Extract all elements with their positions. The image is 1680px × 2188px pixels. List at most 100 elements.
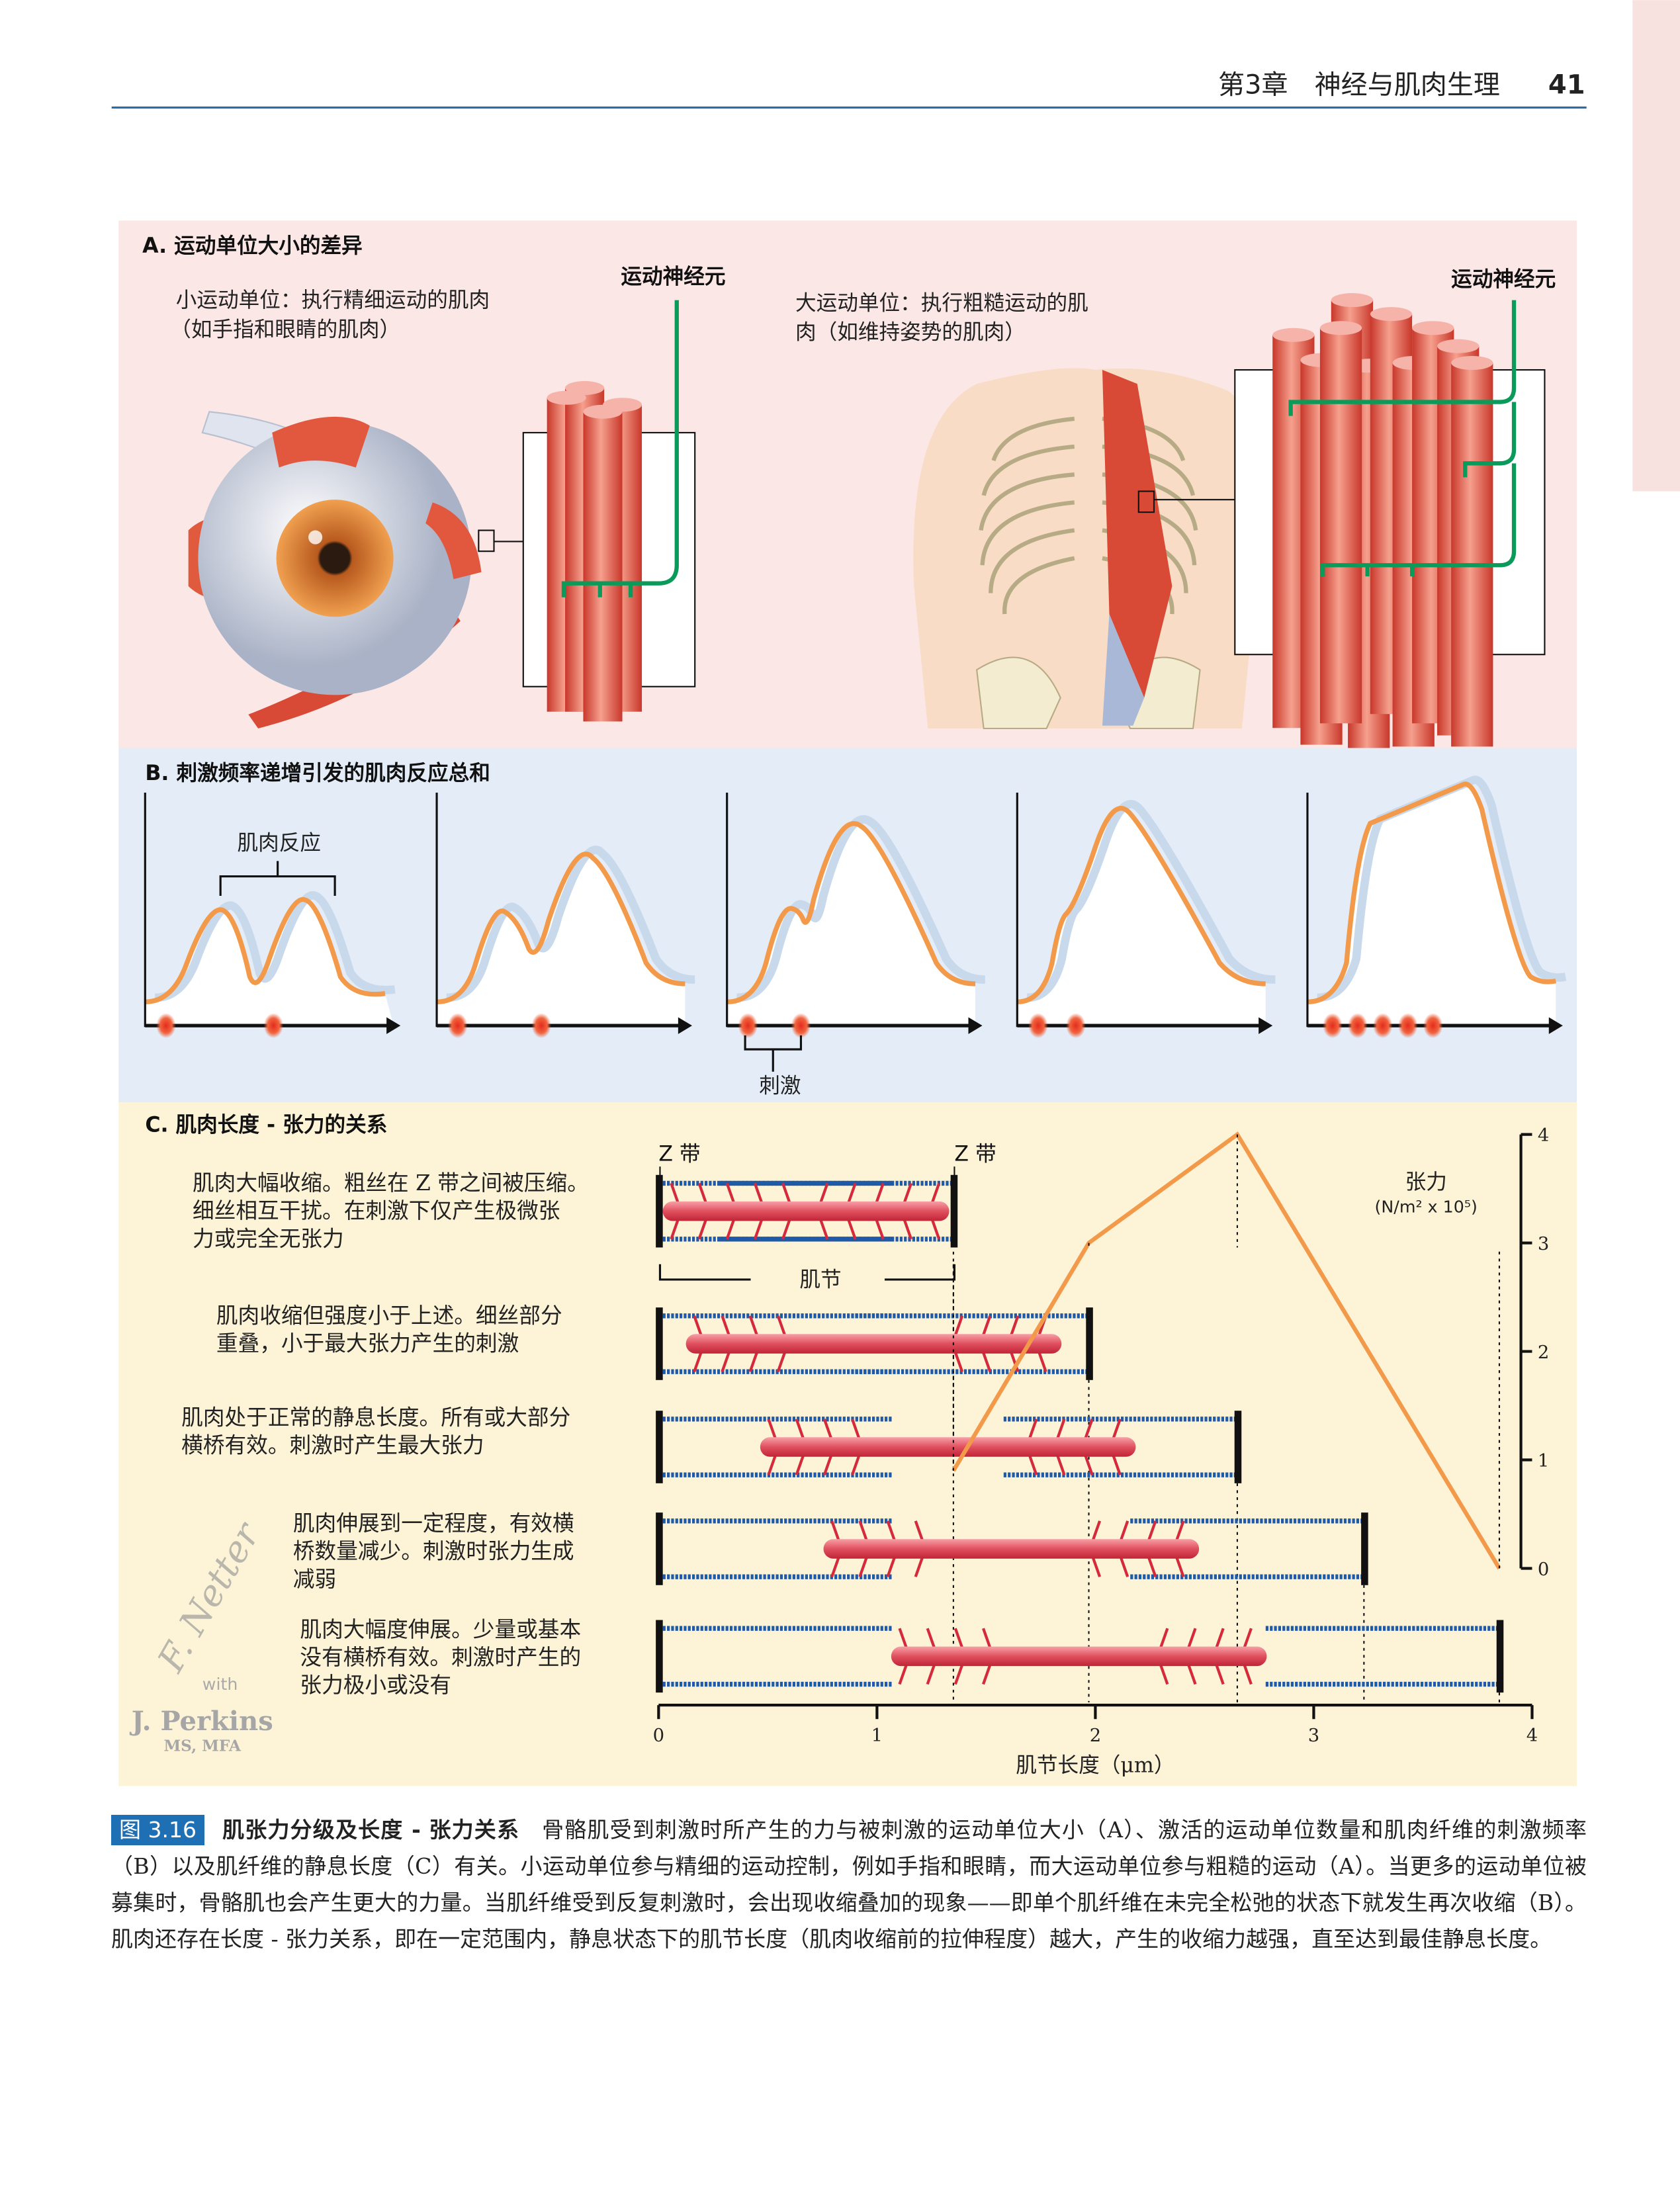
response-shadow (154, 891, 396, 1002)
credit-with: with (202, 1675, 238, 1694)
stimulus-dot (1323, 1013, 1343, 1039)
x-tick-label: 0 (653, 1726, 664, 1746)
y-tick-label: 0 (1538, 1559, 1549, 1580)
stimulus-label: 刺激 (759, 1074, 801, 1098)
panel-c: C. 肌肉长度 - 张力的关系 Z 带 Z 带 肌节 肌肉大幅收缩。粗丝在 Z … (118, 1102, 1577, 1786)
arrow-head-icon (1548, 1017, 1563, 1034)
small-unit-desc-line: （如手指和眼睛的肌肉） (170, 318, 400, 341)
tension-line (951, 1131, 1501, 1570)
description-line: 细丝相互干扰。在刺激下仅产生极微张 (193, 1198, 560, 1223)
y-tick-label: 3 (1538, 1234, 1549, 1254)
myosin-thick-filament (685, 1334, 1062, 1354)
credit-degree: MS, MFA (164, 1737, 242, 1755)
response-area (727, 823, 976, 1026)
response-curve (727, 821, 976, 1005)
stimulus-dot (1398, 1013, 1418, 1039)
z-line (1086, 1307, 1093, 1380)
y-tick-label: 1 (1538, 1451, 1549, 1471)
sarcomere (656, 1411, 1242, 1702)
z-line (950, 1174, 958, 1248)
z-line (1496, 1620, 1504, 1693)
response-curve (436, 852, 685, 1005)
response-shadow (1317, 775, 1567, 1002)
description-line: 重叠，小于最大张力产生的刺激 (216, 1331, 519, 1356)
y-axis-unit: (N/m² x 10⁵) (1375, 1198, 1478, 1217)
chapter-tab (1632, 0, 1680, 492)
description-line: 力或完全无张力 (193, 1226, 344, 1251)
panel-c-title: C. 肌肉长度 - 张力的关系 (145, 1113, 387, 1137)
description-line: 肌肉大幅度伸展。少量或基本 (300, 1617, 581, 1642)
response-area (437, 853, 685, 1026)
myosin-thick-filament (760, 1437, 1136, 1457)
caption-body: 骨骼肌受到刺激时所产生的力与被刺激的运动单位大小（A）、激活的运动单位数量和肌肉… (111, 1817, 1587, 1952)
twitch-graph (435, 792, 695, 1039)
muscle-fiber-end (1412, 321, 1454, 335)
stimulus-dot (447, 1013, 468, 1039)
stimulus-dot (1423, 1013, 1443, 1039)
back-illustration (913, 368, 1260, 730)
large-motor-neuron-axon (1288, 300, 1517, 577)
sarcomere-label: 肌节 (799, 1268, 841, 1292)
sarcomere (656, 1620, 1504, 1702)
muscle-fiber-end (1331, 293, 1374, 308)
motor-neuron-label-small: 运动神经元 (621, 265, 725, 288)
twitch-graph (144, 792, 401, 1039)
back-muscle-callout-box (1137, 490, 1155, 513)
muscle-fiber-end (1437, 339, 1480, 353)
muscle-response-label: 肌肉反应 (238, 831, 322, 855)
muscle-response-bracket (219, 861, 336, 897)
muscle-fiber-end (1319, 321, 1362, 335)
figure-number-badge: 图 3.16 (111, 1815, 204, 1845)
caption-title: 肌张力分级及长度 - 张力关系 (221, 1817, 520, 1843)
sarcomere-bracket (658, 1264, 956, 1281)
description-line: 没有横桥有效。刺激时产生的 (300, 1645, 581, 1670)
response-shadow (1026, 800, 1276, 1002)
x-tick-label: 3 (1308, 1726, 1319, 1746)
response-curve (1307, 781, 1557, 1005)
page-number: 41 (1548, 69, 1585, 100)
z-line (656, 1174, 663, 1248)
arrow-head-icon (678, 1017, 692, 1034)
x-tick-label: 4 (1526, 1726, 1538, 1746)
stimulus-dot (791, 1013, 811, 1039)
myosin-thick-filament (891, 1646, 1267, 1667)
description-line: 肌肉收缩但强度小于上述。细丝部分 (216, 1303, 562, 1328)
figure-caption: 图 3.16 肌张力分级及长度 - 张力关系骨骼肌受到刺激时所产生的力与被刺激的运… (111, 1812, 1587, 1957)
motor-neuron-label-large: 运动神经元 (1451, 268, 1556, 292)
stimulus-dot (263, 1013, 284, 1039)
description-line: 横桥有效。刺激时产生最大张力 (181, 1432, 484, 1458)
small-muscle-fiber-bundle (547, 380, 642, 722)
sarcomere (656, 1512, 1368, 1702)
response-shadow (446, 846, 695, 1002)
stimulus-bracket (744, 1035, 803, 1072)
stimulus-dot (156, 1013, 176, 1039)
response-shadow (736, 815, 986, 1002)
arrow-head-icon (386, 1017, 401, 1034)
stimulus-dot (1348, 1013, 1368, 1039)
z-line (656, 1512, 663, 1585)
muscle-fiber-end (1451, 355, 1493, 371)
small-motor-neuron-axon (561, 300, 679, 597)
stimulus-dot (531, 1013, 551, 1039)
myosin-thick-filament (662, 1201, 950, 1221)
x-tick-label: 2 (1090, 1726, 1101, 1746)
z-band-label: Z 带 (658, 1143, 700, 1166)
description-line: 肌肉处于正常的静息长度。所有或大部分 (181, 1405, 570, 1430)
z-band-label: Z 带 (954, 1143, 996, 1166)
credit-name: J. Perkins (130, 1706, 273, 1737)
stimulus-dot (1028, 1013, 1048, 1039)
arrow-head-icon (1259, 1017, 1273, 1034)
response-curve (1017, 806, 1266, 1005)
z-line (656, 1307, 663, 1380)
panel-a: A. 运动单位大小的差异 运动神经元 运动神经元 小运动单位：执行精细运动的肌肉… (118, 220, 1577, 749)
y-tick-label: 4 (1538, 1125, 1549, 1146)
response-curve (145, 897, 386, 1005)
muscle-fiber-end (1370, 307, 1413, 322)
eye-illustration (188, 411, 482, 728)
twitch-graph (1016, 792, 1276, 1039)
large-muscle-fiber-bundle (1272, 293, 1493, 749)
z-line (656, 1411, 663, 1483)
z-line (1234, 1411, 1242, 1483)
